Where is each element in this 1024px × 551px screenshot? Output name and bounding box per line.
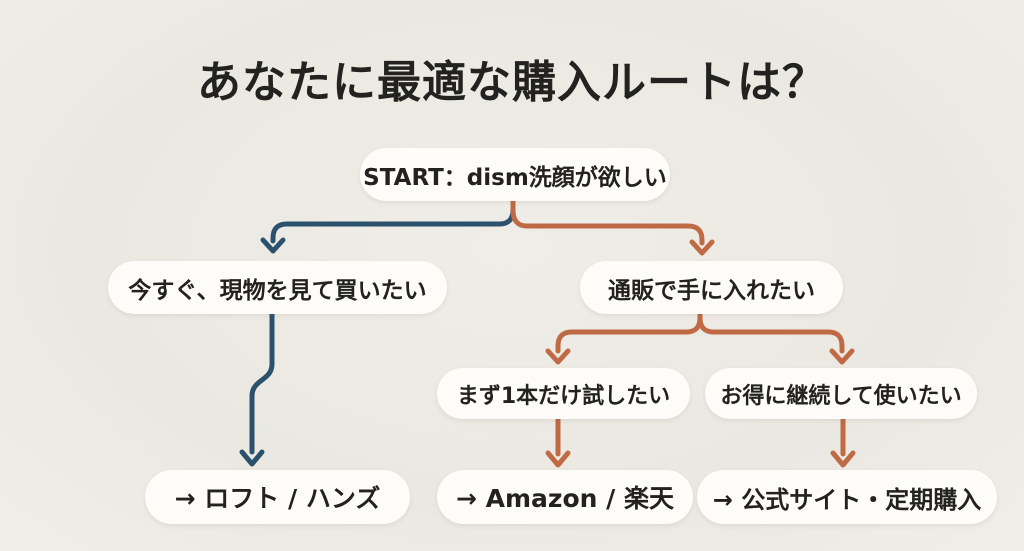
arrowhead-official-icon bbox=[830, 450, 856, 468]
navy-connector-group bbox=[239, 200, 516, 467]
node-start: START：dism洗顔が欲しい bbox=[360, 148, 670, 201]
arrowhead-amazon-icon bbox=[545, 450, 571, 468]
connector-start-to-instore bbox=[270, 200, 516, 244]
node-try-one-bottle: まず1本だけ試したい bbox=[437, 368, 690, 419]
connector-online-to-try bbox=[555, 311, 703, 354]
page-title: あなたに最適な購入ルートは？ bbox=[197, 57, 827, 108]
node-result-official-subscription: → 公式サイト・定期購入 bbox=[697, 470, 997, 524]
arrowhead-subscribe-icon bbox=[829, 348, 855, 365]
node-buy-online: 通販で手に入れたい bbox=[580, 261, 843, 314]
node-continue-cheaply: お得に継続して使いたい bbox=[705, 368, 977, 419]
connector-online-to-subscribe bbox=[697, 311, 845, 354]
connector-instore-to-loft bbox=[249, 311, 275, 455]
arrowhead-try-icon bbox=[545, 348, 571, 365]
node-result-loft-hands: → ロフト / ハンズ bbox=[145, 470, 410, 524]
arrowhead-online-icon bbox=[689, 239, 715, 256]
node-result-amazon-rakuten: → Amazon / 楽天 bbox=[437, 470, 693, 524]
arrowhead-instore-icon bbox=[260, 237, 286, 254]
arrowhead-loft-icon bbox=[239, 449, 265, 467]
connector-start-to-online bbox=[510, 198, 705, 246]
orange-connector-group bbox=[510, 198, 856, 468]
node-buy-instore: 今すぐ、現物を見て買いたい bbox=[108, 261, 447, 314]
